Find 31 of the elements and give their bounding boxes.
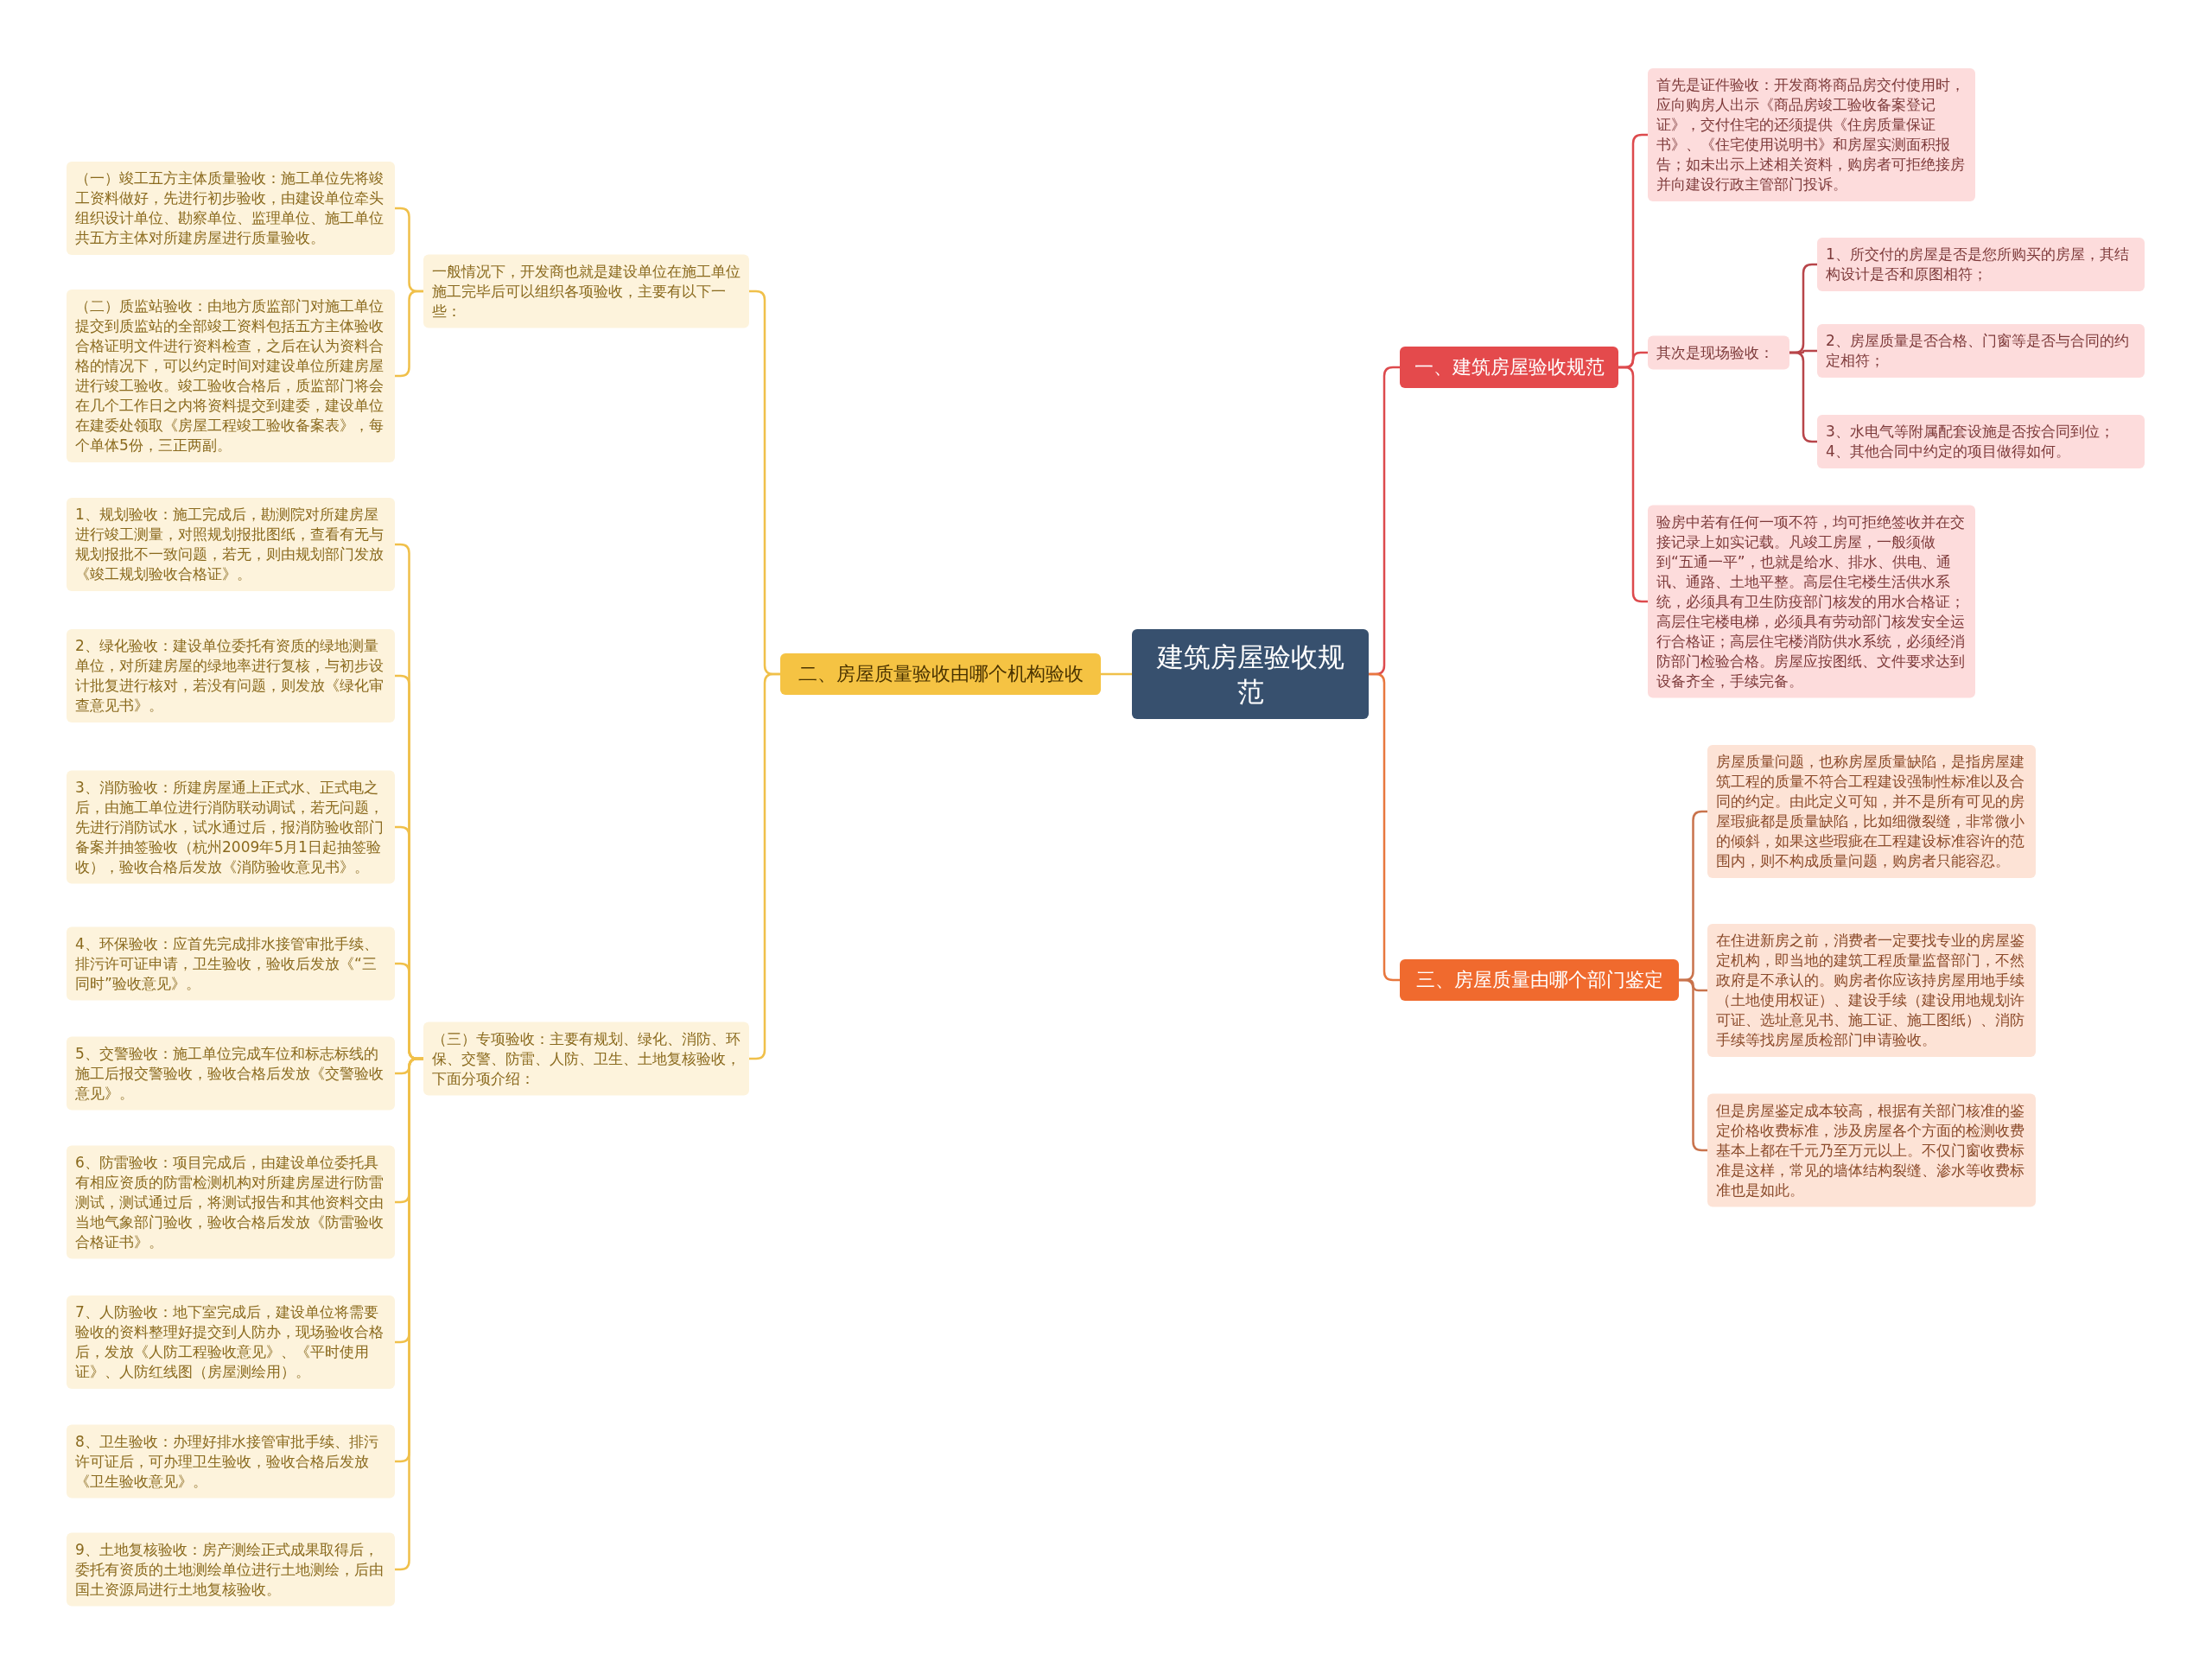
subtopic-box: 1、所交付的房屋是否是您所购买的房屋，其结构设计是否和原图相符； [1817, 238, 2145, 291]
subtopic-box: 在住进新房之前，消费者一定要找专业的房屋鉴定机构，即当地的建筑工程质量监督部门，不然政府是不承认的。购房者你应该持房屋用地手续（土地使用权证）、建设手续（建设用地规划许可证、选址意见书、施工证、施工图纸）、消防手续等找房屋质检部门申请验收。 [1707, 924, 2036, 1057]
subtopic-box: 9、土地复核验收：房产测绘正式成果取得后，委托有资质的土地测绘单位进行土地测绘，后由国土资源局进行土地复核验收。 [67, 1532, 395, 1607]
connector-line [1679, 978, 1707, 1152]
connector-line [1101, 672, 1132, 676]
subtopic-box: 3、消防验收：所建房屋通上正式水、正式电之后，由施工单位进行消防联动调试，若无问题，先进行消防试水，试水通过后，报消防验收部门备案并抽签验收（杭州2009年5月1日起抽签验收），验收合格后发放《消防验收意见书》。 [67, 770, 395, 884]
root-topic-box: 建筑房屋验收规范 [1132, 629, 1369, 719]
subtopic-box: 但是房屋鉴定成本较高，根据有关部门核准的鉴定价格收费标准，涉及房屋各个方面的检测收费基本上都在千元乃至万元以上。不仅门窗收费标准是这样，常见的墙体结构裂缝、渗水等收费标准也是如此。 [1707, 1093, 2036, 1207]
subtopic-box: 一般情况下，开发商也就是建设单位在施工单位施工完毕后可以组织各项验收，主要有以下一些： [423, 254, 749, 328]
connector-line [1369, 672, 1400, 982]
subtopic-box: 2、房屋质量是否合格、门窗等是否与合同的约定相符； [1817, 324, 2145, 378]
topic-box: 三、房屋质量由哪个部门鉴定 [1400, 959, 1679, 1001]
subtopic-box: 3、水电气等附属配套设施是否按合同到位； 4、其他合同中约定的项目做得如何。 [1817, 415, 2145, 468]
subtopic-box: 2、绿化验收：建设单位委托有资质的绿地测量单位，对所建房屋的绿地率进行复核，与初步设计批复进行核对，若没有问题，则发放《绿化审查意见书》。 [67, 629, 395, 722]
subtopic-box: 6、防雷验收：项目完成后，由建设单位委托具有相应资质的防雷检测机构对所建房屋进行防雷测试，测试通过后，将测试报告和其他资料交由当地气象部门验收，验收合格后发放《防雷验收合格证书》。 [67, 1145, 395, 1259]
subtopic-box: 验房中若有任何一项不符，均可拒绝签收并在交接记录上如实记载。凡竣工房屋，一般须做到“五通一平”，也就是给水、排水、供电、通讯、通路、土地平整。高层住宅楼生活供水系统，必须具有卫生防疫部门核发的用水合格证；高层住宅楼电梯，必须具有劳动部门核发安全运行合格证；高层住宅楼消防供水系统，必须经消防部门检验合格。房屋应按图纸、文件要求达到设备齐全，手续完备。 [1648, 505, 1975, 698]
subtopic-box: 5、交警验收：施工单位完成车位和标志标线的施工后报交警验收，验收合格后发放《交警验收意见》。 [67, 1036, 395, 1111]
subtopic-box: 8、卫生验收：办理好排水接管审批手续、排污许可证后，可办理卫生验收，验收合格后发放《卫生验收意见》。 [67, 1424, 395, 1499]
subtopic-box: 7、人防验收：地下室完成后，建设单位将需要验收的资料整理好提交到人防办，现场验收合格后，发放《人防工程验收意见》、《平时使用证》、人防红线图（房屋测绘用）。 [67, 1295, 395, 1389]
subtopic-box: （三）专项验收：主要有规划、绿化、消防、环保、交警、防雷、人防、卫生、土地复核验收，下面分项介绍： [423, 1022, 749, 1096]
subtopic-box: 1、规划验收：施工完成后，勘测院对所建房屋进行竣工测量，对照规划报批图纸，查看有无与规划报批不一致问题，若无，则由规划部门发放《竣工规划验收合格证》。 [67, 498, 395, 591]
topic-box: 一、建筑房屋验收规范 [1400, 347, 1618, 388]
subtopic-box: 房屋质量问题，也称房屋质量缺陷，是指房屋建筑工程的质量不符合工程建设强制性标准以及合同的约定。由此定义可知，并不是所有可见的房屋瑕疵都是质量缺陷，比如细微裂缝，非常微小的倾斜，如果这些瑕疵在工程建设标准容许的范围内，则不构成质量问题，购房者只能容忍。 [1707, 745, 2036, 878]
subtopic-box: （一）竣工五方主体质量验收：施工单位先将竣工资料做好，先进行初步验收，由建设单位牵头组织设计单位、勘察单位、监理单位、施工单位共五方主体对所建房屋进行质量验收。 [67, 162, 395, 255]
subtopic-box: 4、环保验收：应首先完成排水接管审批手续、排污许可证申请，卫生验收，验收后发放《“三同时”验收意见》。 [67, 926, 395, 1001]
subtopic-box: 其次是现场验收： [1648, 335, 1789, 370]
subtopic-box: （二）质监站验收：由地方质监部门对施工单位提交到质监站的全部竣工资料包括五方主体验收合格证明文件进行资料检查，之后在认为资料合格的情况下，可以约定时间对建设单位所建房屋进行竣工验收。竣工验收合格后，质监部门将会在几个工作日之内将资料提交到建委，建设单位在建委处领取《房屋工程竣工验收备案表》，每个单体5份，三正两副。 [67, 290, 395, 462]
connector-line [395, 290, 423, 378]
connector-line [749, 672, 780, 1060]
subtopic-box: 首先是证件验收：开发商将商品房交付使用时，应向购房人出示《商品房竣工验收备案登记证》，交付住宅的还须提供《住房质量保证书》、《住宅使用说明书》和房屋实测面积报告；如未出示上述相关资料，购房者可拒绝接房并向建设行政主管部门投诉。 [1648, 68, 1975, 201]
topic-box: 二、房屋质量验收由哪个机构验收 [780, 653, 1101, 695]
